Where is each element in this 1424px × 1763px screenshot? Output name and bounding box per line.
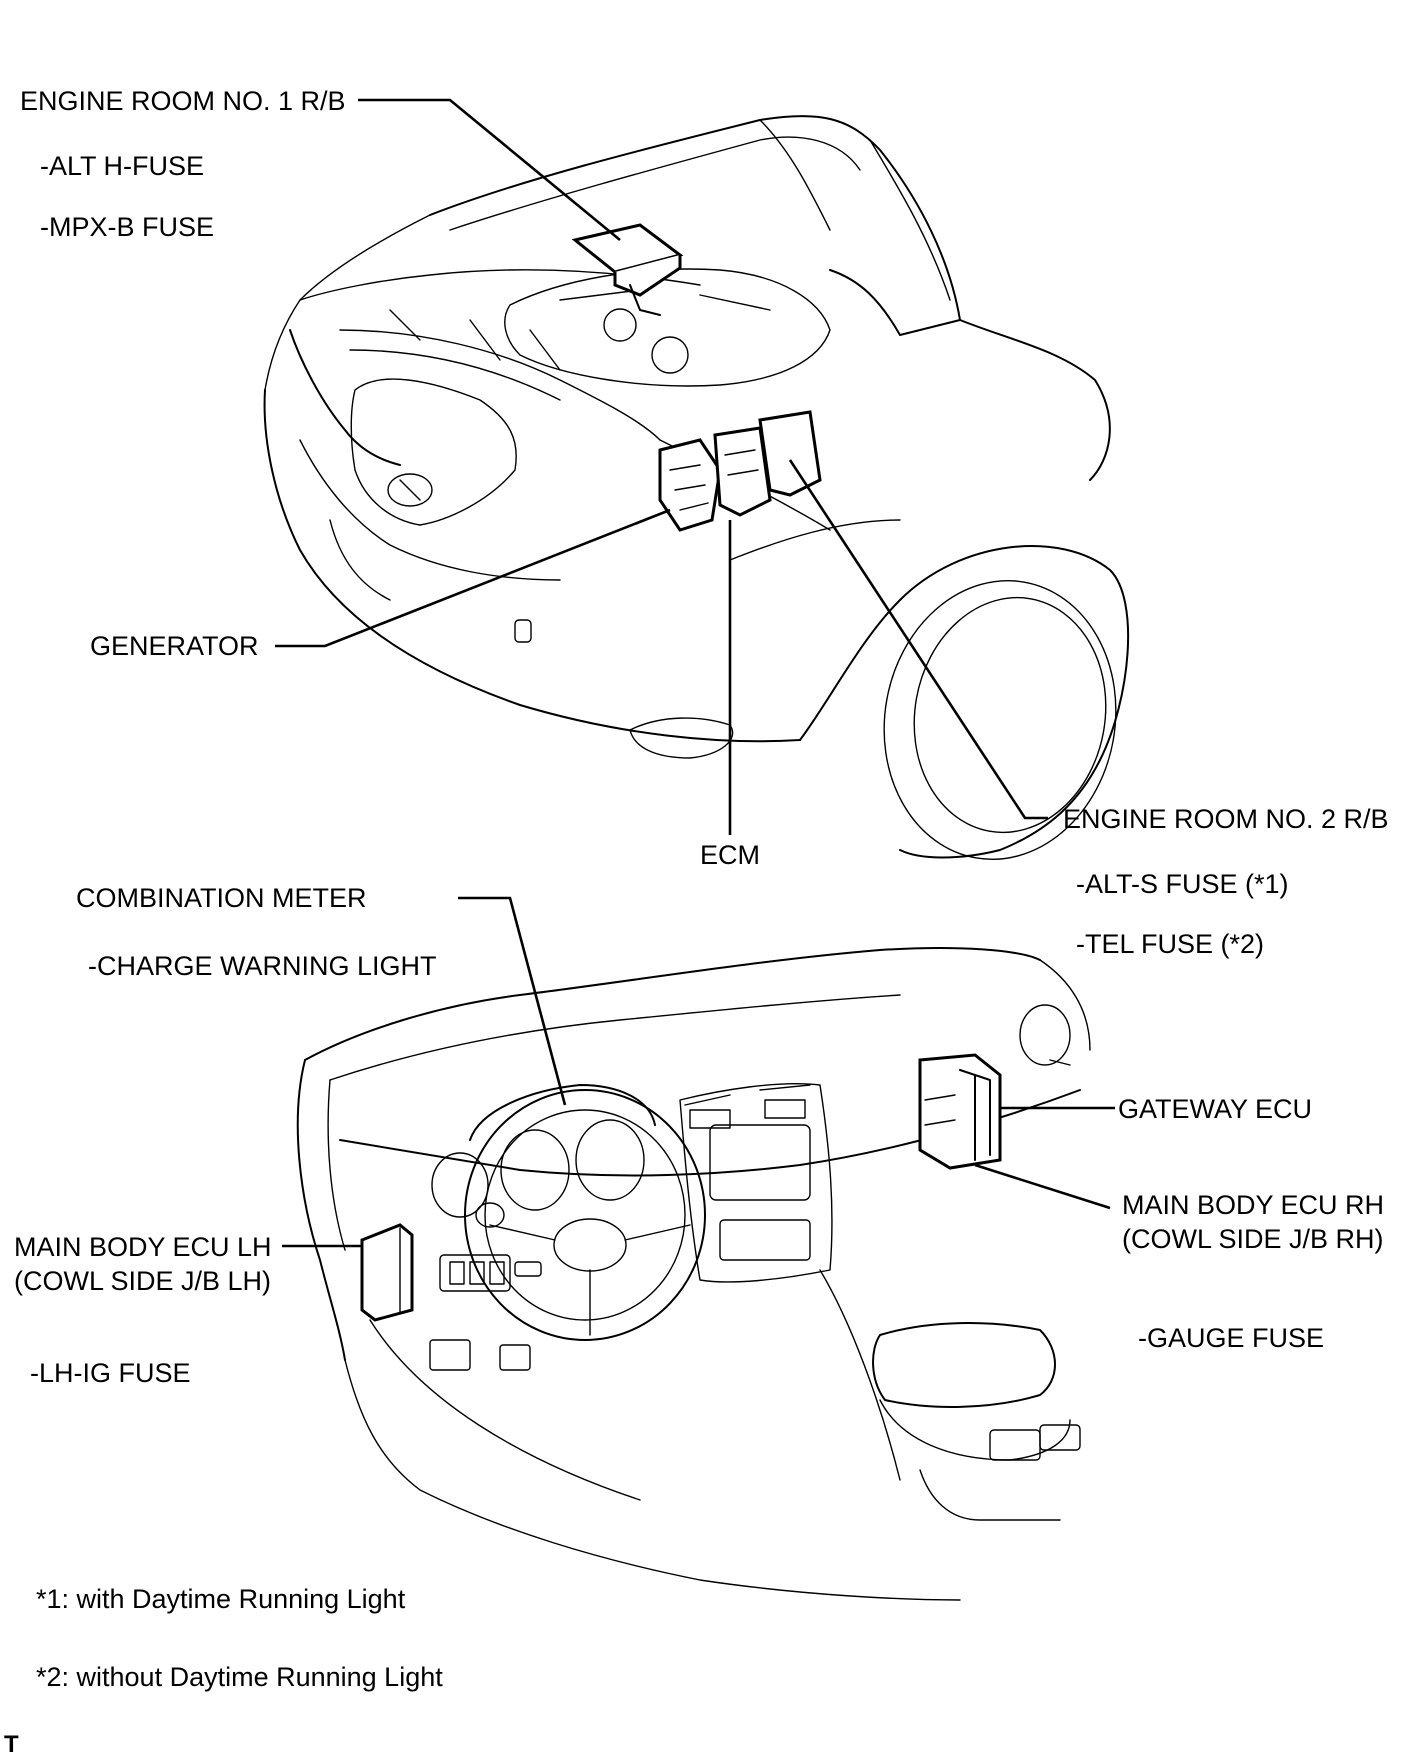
label-gauge-fuse: -GAUGE FUSE: [1138, 1323, 1325, 1353]
label-generator: GENERATOR: [90, 631, 259, 661]
leader-lines: [275, 98, 1115, 1248]
corner-mark: T: [4, 1731, 19, 1758]
label-cowl-side-jb-rh: (COWL SIDE J/B RH): [1122, 1224, 1384, 1254]
label-mpx-b-fuse: -MPX-B FUSE: [40, 212, 215, 242]
vehicle-interior-drawing: [296, 947, 1091, 1601]
label-tel-fuse: -TEL FUSE (*2): [1076, 929, 1265, 959]
label-gateway-ecu: GATEWAY ECU: [1118, 1094, 1313, 1124]
footnote-1: *1: with Daytime Running Light: [36, 1584, 406, 1614]
vehicle-front-drawing: [263, 114, 1130, 861]
label-lh-ig-fuse: -LH-IG FUSE: [30, 1358, 191, 1388]
label-main-body-ecu-lh: MAIN BODY ECU LH: [14, 1232, 272, 1262]
label-ecm: ECM: [700, 840, 760, 870]
label-engine-room-no-2-rb: ENGINE ROOM NO. 2 R/B: [1063, 804, 1389, 834]
label-combination-meter: COMBINATION METER: [76, 883, 367, 913]
label-charge-warning-light: -CHARGE WARNING LIGHT: [88, 951, 437, 981]
label-cowl-side-jb-lh: (COWL SIDE J/B LH): [14, 1266, 272, 1296]
label-alt-h-fuse: -ALT H-FUSE: [40, 151, 205, 181]
footnote-2: *2: without Daytime Running Light: [36, 1662, 443, 1692]
label-alt-s-fuse: -ALT-S FUSE (*1): [1076, 869, 1289, 899]
label-engine-room-no-1-rb: ENGINE ROOM NO. 1 R/B: [20, 86, 346, 116]
label-main-body-ecu-rh: MAIN BODY ECU RH: [1122, 1190, 1385, 1220]
